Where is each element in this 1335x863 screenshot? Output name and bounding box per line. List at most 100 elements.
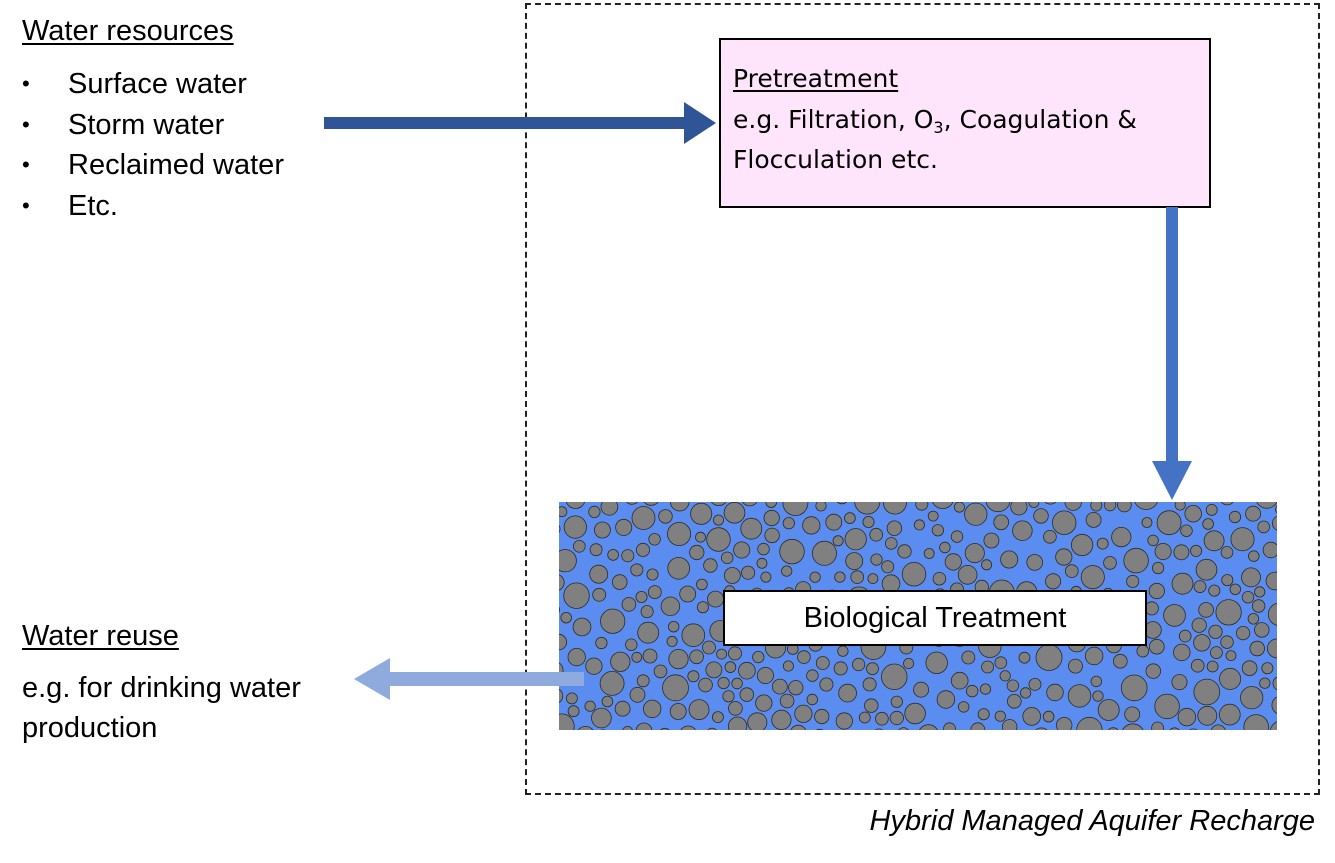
sand-grain [720, 551, 734, 565]
sand-grain [1064, 564, 1079, 578]
sand-grain [779, 693, 795, 709]
sand-grain [667, 620, 680, 633]
sand-grain [722, 690, 735, 703]
sand-grain [985, 502, 1011, 513]
sand-grain [723, 567, 741, 584]
sand-grain [1122, 723, 1144, 730]
sand-grain [1191, 617, 1207, 633]
sand-grain [1203, 530, 1225, 552]
sand-grain [1026, 554, 1044, 571]
sand-grain [741, 565, 756, 580]
sand-grain [696, 601, 709, 614]
pretreatment-desc-part: e.g. Filtration, O [733, 105, 934, 134]
sand-grain [815, 502, 827, 512]
sand-grain [595, 636, 608, 650]
sand-grain [1241, 590, 1255, 604]
sand-grain [585, 657, 603, 675]
sand-grain [1257, 520, 1270, 534]
sand-grain [943, 722, 956, 730]
sand-grain [1184, 504, 1202, 523]
hybrid-mar-boundary [525, 3, 1320, 795]
sand-grain [660, 727, 670, 730]
sand-grain [790, 724, 807, 730]
sand-grain [1272, 676, 1277, 691]
sand-grain [1064, 502, 1082, 511]
sand-grain [658, 509, 673, 524]
pretreatment-description: e.g. Filtration, O3, Coagulation & [733, 100, 1209, 140]
sand-grain [950, 530, 964, 543]
sand-grain [621, 549, 635, 563]
sand-grain [589, 543, 603, 557]
sand-grain [635, 722, 653, 730]
sand-grain [999, 670, 1011, 682]
sand-grain [629, 686, 646, 703]
sand-grain [981, 559, 993, 571]
sand-grain [1147, 534, 1159, 547]
sand-grain [1173, 643, 1191, 662]
sand-grain [563, 515, 587, 539]
sand-grain [559, 524, 561, 534]
sand-grain [1218, 703, 1241, 726]
sand-grain [698, 677, 713, 693]
sand-grain [728, 716, 748, 730]
sand-grain [1248, 550, 1260, 562]
water-reuse-line2: production [22, 712, 158, 744]
sand-grain [806, 669, 819, 682]
sand-grain [577, 726, 594, 730]
sand-grain [797, 650, 811, 664]
sand-grain [572, 617, 592, 637]
sand-grain [882, 502, 907, 515]
sand-grain [927, 510, 939, 522]
sand-grain [1225, 650, 1237, 662]
sand-grain [635, 591, 648, 604]
sand-grain [1195, 558, 1218, 581]
sand-grain [631, 506, 656, 530]
sand-grain [600, 608, 626, 634]
sand-grain [925, 651, 948, 675]
down-arrow-shaft [1166, 207, 1178, 463]
sand-grain [1220, 635, 1234, 649]
sand-grain [727, 646, 742, 661]
sand-grain [845, 552, 864, 570]
sand-grain [648, 533, 661, 546]
sand-grain [706, 527, 731, 552]
sand-grain [1000, 550, 1019, 569]
sand-grain [559, 574, 565, 591]
ozone-subscript: 3 [933, 118, 944, 137]
sand-grain [689, 649, 704, 665]
sand-grain [961, 650, 976, 665]
sand-grain [1019, 687, 1032, 699]
sand-grain [756, 557, 768, 569]
sand-grain [1251, 599, 1266, 613]
sand-grain [862, 515, 875, 528]
pretreatment-box: Pretreatment e.g. Filtration, O3, Coagul… [719, 38, 1211, 208]
sand-grain [864, 698, 879, 713]
sand-grain [669, 703, 687, 720]
sand-grain [1269, 721, 1277, 730]
sand-grain [1193, 634, 1211, 652]
sand-grain [756, 666, 774, 684]
sand-grain [764, 527, 780, 544]
sand-grain [1151, 561, 1165, 575]
sand-grain [594, 521, 611, 539]
sand-grain [1154, 693, 1180, 720]
sand-grain [702, 640, 716, 655]
sand-grain [866, 662, 879, 676]
sand-grain [1267, 602, 1277, 626]
sand-grain [1126, 574, 1140, 588]
sand-grain [901, 561, 927, 587]
sand-grain [779, 538, 805, 565]
sand-grain [1272, 515, 1277, 531]
sand-grain [890, 695, 903, 708]
sand-grain [738, 661, 756, 680]
sand-grain [781, 565, 793, 577]
sand-grain [1103, 556, 1117, 570]
sand-grain [913, 681, 930, 698]
sand-grain [950, 671, 969, 690]
sand-grain [809, 571, 821, 583]
sand-grain [1190, 658, 1205, 673]
sand-grain [870, 553, 883, 566]
sand-grain [837, 645, 849, 657]
sand-grain [1052, 510, 1077, 535]
